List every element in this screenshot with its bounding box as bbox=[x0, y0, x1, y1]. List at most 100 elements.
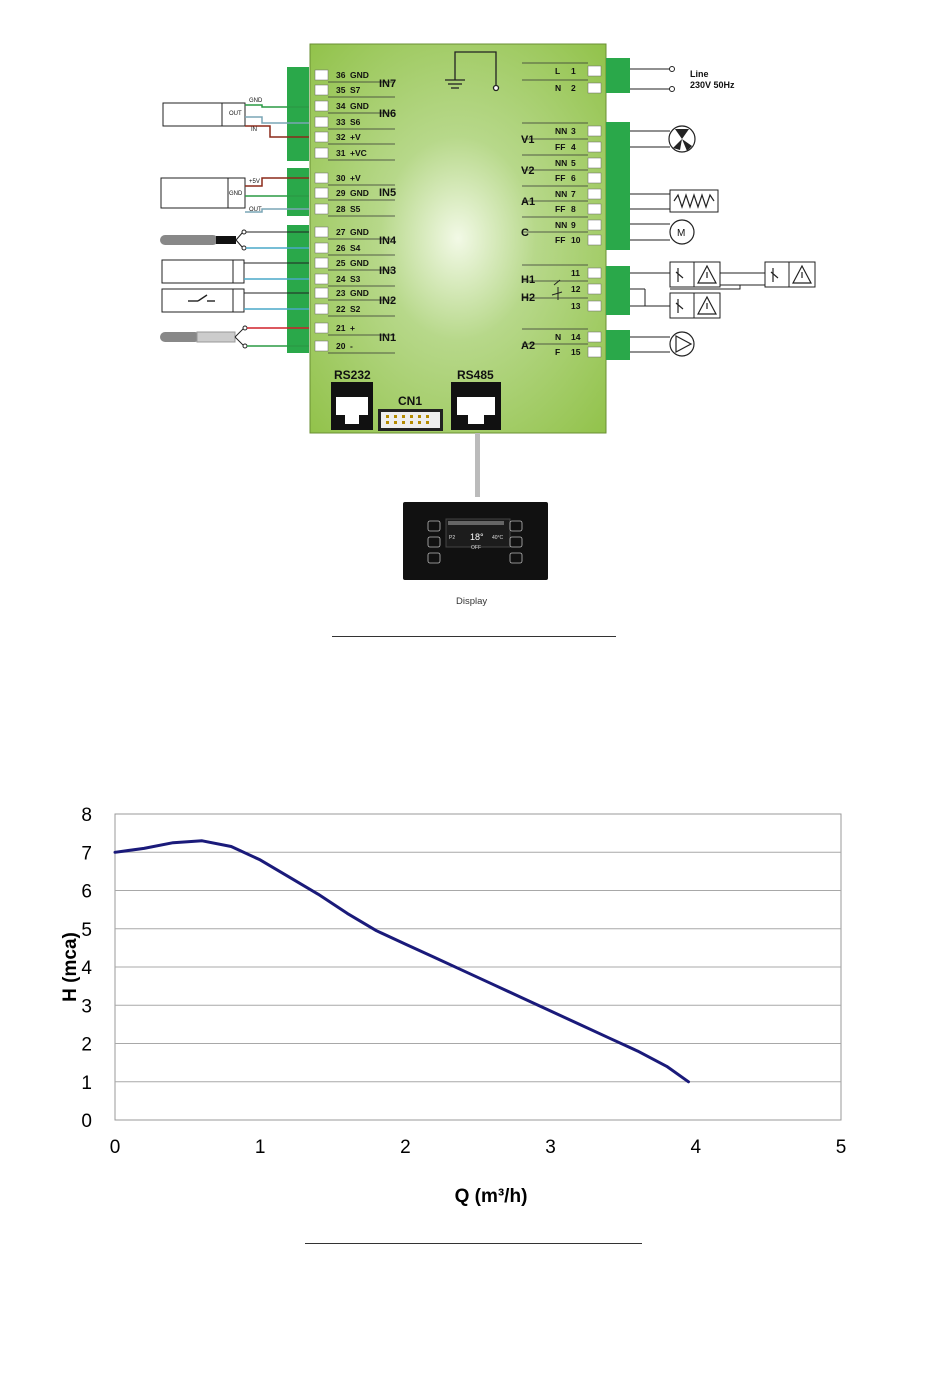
terminal-name-21: + bbox=[350, 323, 355, 333]
terminal-label-30: 30 bbox=[336, 173, 346, 183]
input-group-in3: IN3 bbox=[379, 265, 396, 277]
terminal-name-35: S7 bbox=[350, 85, 361, 95]
terminal-code-2: N bbox=[555, 83, 561, 93]
divider-line-2 bbox=[305, 1243, 642, 1244]
terminal-screw-10 bbox=[587, 234, 602, 246]
y-tick-label: 1 bbox=[81, 1073, 92, 1094]
terminal-label-22: 22 bbox=[336, 304, 346, 314]
x-tick-label: 3 bbox=[545, 1137, 556, 1158]
terminal-label-25: 25 bbox=[336, 258, 346, 268]
terminal-label-5: 5 bbox=[571, 158, 576, 168]
contact-in3 bbox=[161, 259, 309, 284]
terminal-label-8: 8 bbox=[571, 204, 576, 214]
terminal-screw-26 bbox=[314, 242, 329, 254]
terminal-name-20: - bbox=[350, 341, 353, 351]
terminal-label-11: 11 bbox=[571, 268, 580, 278]
line-spec: 230V 50Hz bbox=[690, 80, 735, 90]
y-tick-label: 2 bbox=[81, 1035, 92, 1056]
terminal-code-15: F bbox=[555, 347, 560, 357]
input-group-in7: IN7 bbox=[379, 78, 396, 90]
terminal-name-32: +V bbox=[350, 132, 361, 142]
output-group-h1: H1 bbox=[521, 274, 535, 286]
terminal-screw-13 bbox=[587, 300, 602, 312]
input-group-in2: IN2 bbox=[379, 295, 396, 307]
input-group-in6: IN6 bbox=[379, 108, 396, 120]
terminal-screw-8 bbox=[587, 203, 602, 215]
series-line-pump-curve bbox=[113, 839, 690, 1084]
switch-in2 bbox=[161, 288, 309, 313]
terminal-name-28: S5 bbox=[350, 204, 361, 214]
terminal-label-27: 27 bbox=[336, 227, 346, 237]
terminal-screw-35 bbox=[314, 84, 329, 96]
terminal-screw-7 bbox=[587, 188, 602, 200]
y-tick-label: 4 bbox=[81, 958, 92, 979]
terminal-name-27: GND bbox=[350, 227, 369, 237]
terminal-screw-14 bbox=[587, 331, 602, 343]
output-group-h2: H2 bbox=[521, 292, 535, 304]
terminal-name-26: S4 bbox=[350, 243, 361, 253]
divider-line-1 bbox=[332, 636, 616, 637]
display-right-status: 40°C bbox=[492, 535, 504, 541]
terminal-label-10: 10 bbox=[571, 235, 581, 245]
cn1-connector[interactable] bbox=[378, 409, 443, 431]
display-temperature: 18° bbox=[470, 532, 484, 542]
terminal-label-3: 3 bbox=[571, 126, 576, 136]
terminal-name-33: S6 bbox=[350, 117, 361, 127]
terminal-screw-4 bbox=[587, 141, 602, 153]
terminal-name-31: +VC bbox=[350, 148, 367, 158]
terminal-label-35: 35 bbox=[336, 85, 346, 95]
y-tick-label: 5 bbox=[81, 920, 92, 941]
terminal-label-32: 32 bbox=[336, 132, 346, 142]
x-tick-label: 0 bbox=[110, 1137, 121, 1158]
terminal-screw-2 bbox=[587, 82, 602, 94]
terminal-name-34: GND bbox=[350, 101, 369, 111]
terminal-code-9: NN bbox=[555, 220, 567, 230]
terminal-screw-36 bbox=[314, 69, 329, 81]
output-group-a1: A1 bbox=[521, 196, 535, 208]
cn1-label: CN1 bbox=[398, 394, 422, 408]
terminal-code-6: FF bbox=[555, 173, 565, 183]
sensor-a-in-label: IN bbox=[251, 127, 257, 133]
output-group-c: C bbox=[521, 227, 529, 239]
y-tick-label: 3 bbox=[81, 996, 92, 1017]
sensor-a bbox=[162, 102, 309, 138]
terminal-label-34: 34 bbox=[336, 101, 346, 111]
x-tick-label: 2 bbox=[400, 1137, 411, 1158]
terminal-label-4: 4 bbox=[571, 142, 576, 152]
terminal-label-7: 7 bbox=[571, 189, 576, 199]
controller-board bbox=[309, 43, 607, 434]
input-group-in1: IN1 bbox=[379, 332, 396, 344]
rs232-port[interactable] bbox=[331, 382, 373, 430]
sensor-a-gnd-label: GND bbox=[249, 98, 263, 104]
sensor-b-gnd-label: GND bbox=[229, 191, 243, 197]
terminal-screw-25 bbox=[314, 257, 329, 269]
y-axis-label: H (mca) bbox=[60, 932, 81, 1002]
sensor-a-out-label: OUT bbox=[229, 111, 242, 117]
terminal-label-6: 6 bbox=[571, 173, 576, 183]
terminal-label-12: 12 bbox=[571, 284, 581, 294]
terminal-label-1: 1 bbox=[571, 66, 576, 76]
terminal-screw-32 bbox=[314, 131, 329, 143]
terminal-label-20: 20 bbox=[336, 341, 346, 351]
sensor-b-plus5v-label: +5V bbox=[249, 179, 260, 185]
output-group-v2: V2 bbox=[521, 165, 534, 177]
terminal-code-5: NN bbox=[555, 158, 567, 168]
terminal-screw-24 bbox=[314, 273, 329, 285]
terminal-code-14: N bbox=[555, 332, 561, 342]
svg-text:M: M bbox=[677, 228, 685, 239]
terminal-screw-31 bbox=[314, 147, 329, 159]
terminal-screw-3 bbox=[587, 125, 602, 137]
left-connector-blocks bbox=[287, 67, 309, 353]
display-cable bbox=[475, 433, 480, 497]
display-left-status: P2 bbox=[449, 535, 455, 541]
terminal-screw-1 bbox=[587, 65, 602, 77]
rs485-port[interactable] bbox=[451, 382, 501, 430]
terminal-screw-30 bbox=[314, 172, 329, 184]
rs232-label: RS232 bbox=[334, 368, 371, 382]
terminal-label-21: 21 bbox=[336, 323, 346, 333]
line-input-wires bbox=[630, 66, 675, 92]
terminal-code-3: NN bbox=[555, 126, 567, 136]
